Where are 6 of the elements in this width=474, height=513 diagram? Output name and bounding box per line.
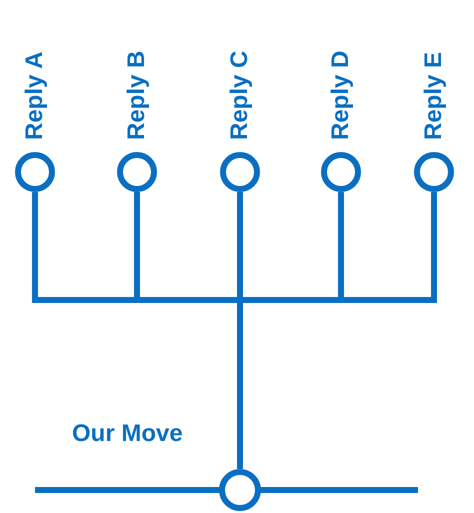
node-label: Our Move xyxy=(72,420,183,448)
node-label: Reply A xyxy=(20,50,49,140)
node-label: Reply D xyxy=(326,50,355,140)
node-label: Reply E xyxy=(419,50,448,140)
node-label: Reply B xyxy=(122,50,151,140)
node-label: Reply C xyxy=(225,50,254,140)
